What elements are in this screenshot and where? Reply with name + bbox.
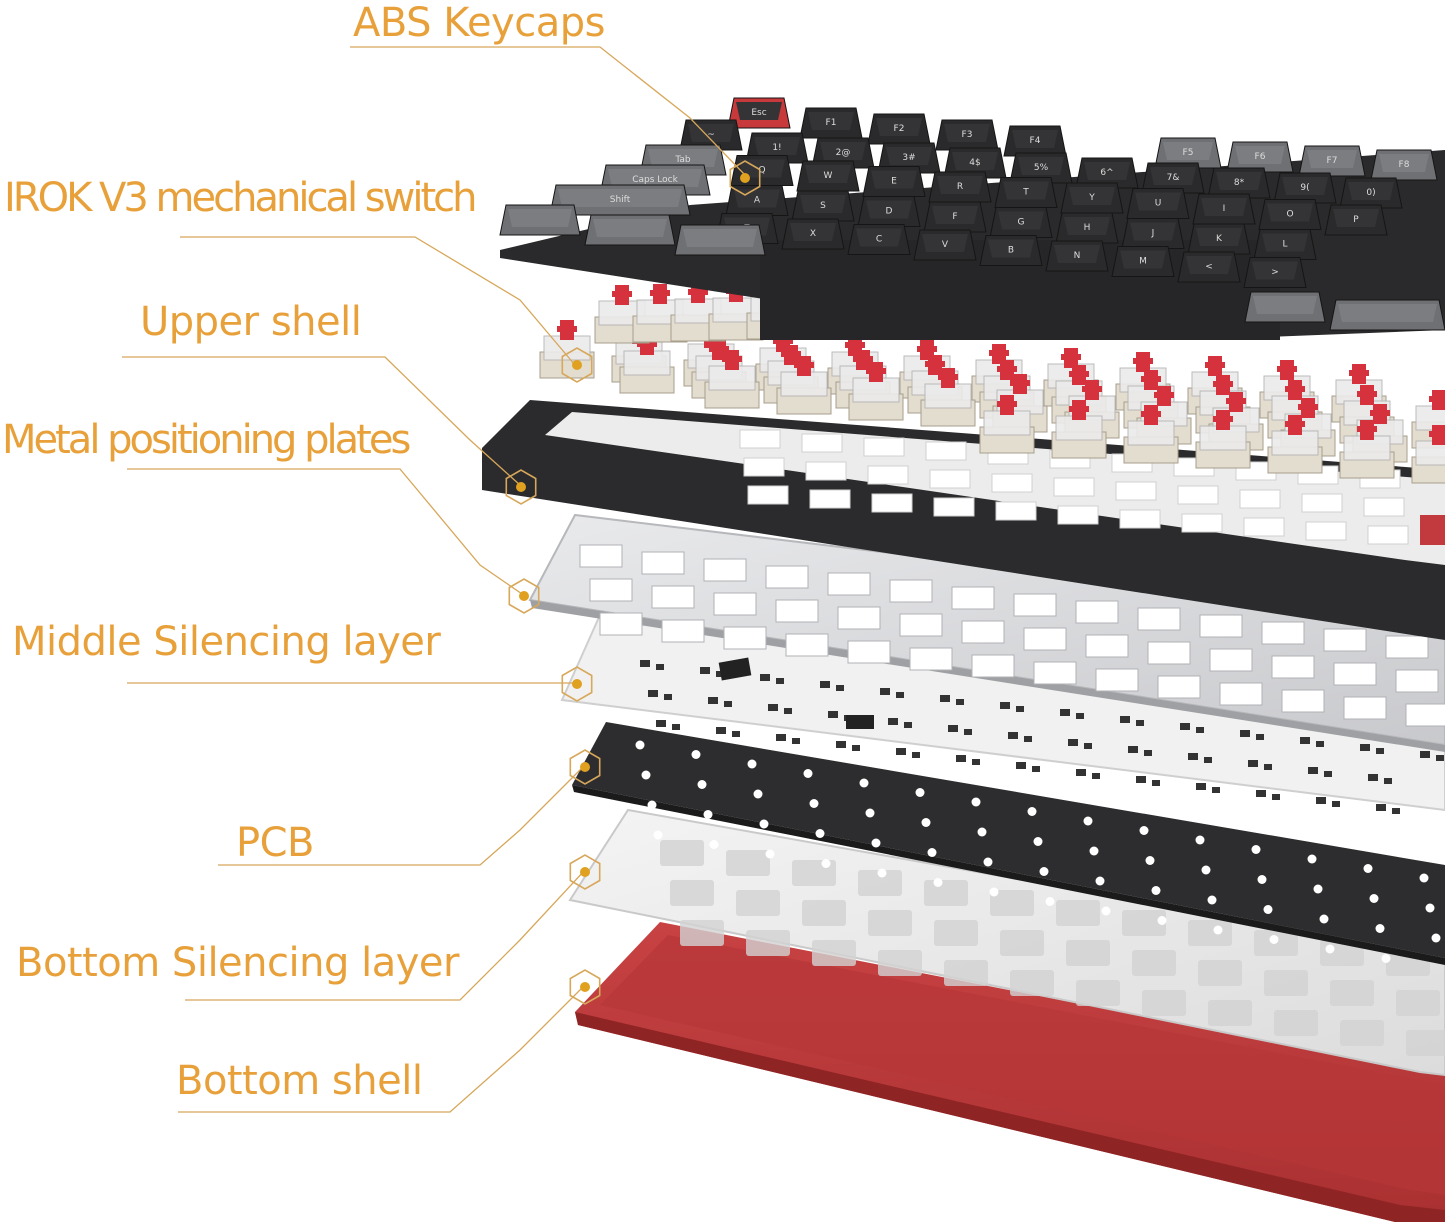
svg-text:7&: 7&	[1167, 173, 1180, 183]
svg-text:Tab: Tab	[674, 155, 691, 165]
svg-text:F5: F5	[1183, 148, 1194, 158]
svg-text:A: A	[754, 196, 761, 206]
svg-text:W: W	[824, 171, 833, 181]
label-middle-silencing-layer: Middle Silencing layer	[12, 619, 441, 665]
svg-text:K: K	[1216, 234, 1223, 244]
hexagon-marker-icon	[569, 969, 601, 1005]
hexagon-marker-icon	[729, 160, 761, 196]
bottom-silencing-layer	[568, 808, 1445, 1077]
svg-text:F: F	[952, 212, 957, 222]
svg-text:E: E	[891, 177, 897, 187]
svg-text:F7: F7	[1327, 156, 1338, 166]
svg-text:U: U	[1155, 199, 1162, 209]
svg-text:<: <	[1205, 262, 1213, 272]
label-abs-keycaps: ABS Keycaps	[353, 0, 605, 46]
svg-text:B: B	[1008, 246, 1014, 256]
svg-text:S: S	[820, 201, 826, 211]
svg-text:D: D	[886, 207, 893, 217]
svg-text:8*: 8*	[1234, 178, 1245, 188]
svg-text:F2: F2	[894, 124, 905, 134]
svg-text:X: X	[810, 229, 816, 239]
svg-text:Q: Q	[758, 166, 765, 176]
metal-positioning-plate	[528, 513, 1445, 752]
svg-text:C: C	[876, 235, 882, 245]
svg-text:F4: F4	[1030, 136, 1041, 146]
hexagon-markers	[505, 160, 761, 1005]
svg-text:H: H	[1084, 223, 1091, 233]
label-upper-shell: Upper shell	[140, 299, 362, 345]
svg-text:I: I	[1223, 204, 1226, 214]
svg-text:O: O	[1286, 210, 1293, 220]
callout-leader-lines	[122, 46, 746, 1113]
svg-text:P: P	[1353, 215, 1359, 225]
svg-text:F1: F1	[826, 118, 837, 128]
svg-text:1!: 1!	[772, 143, 781, 153]
svg-text:V: V	[942, 240, 949, 250]
svg-text:N: N	[1074, 251, 1081, 261]
svg-text:T: T	[1022, 188, 1029, 198]
svg-text:F8: F8	[1399, 160, 1410, 170]
svg-text:F6: F6	[1255, 152, 1266, 162]
svg-text:5%: 5%	[1034, 163, 1049, 173]
bottom-shell	[575, 922, 1445, 1222]
label-irok-v3-switch: IROK V3 mechanical switch	[4, 175, 477, 221]
svg-text:>: >	[1271, 268, 1279, 278]
label-metal-positioning-plates: Metal positioning plates	[2, 417, 411, 463]
svg-text:J: J	[1151, 229, 1155, 239]
svg-text:G: G	[1018, 218, 1025, 228]
svg-text:0): 0)	[1366, 188, 1375, 198]
svg-text:9(: 9(	[1300, 183, 1309, 193]
label-bottom-shell: Bottom shell	[176, 1058, 423, 1104]
hexagon-marker-icon	[561, 347, 593, 383]
svg-text:Esc: Esc	[751, 108, 766, 118]
hexagon-marker-icon	[569, 749, 601, 785]
svg-text:Caps Lock: Caps Lock	[632, 175, 678, 185]
label-pcb: PCB	[236, 820, 315, 866]
svg-text:M: M	[1139, 257, 1147, 267]
hexagon-marker-icon	[505, 469, 537, 505]
hexagon-marker-icon	[561, 666, 593, 702]
svg-text:3#: 3#	[902, 153, 915, 163]
svg-text:L: L	[1282, 240, 1287, 250]
svg-text:~: ~	[707, 130, 715, 140]
svg-text:2@: 2@	[836, 148, 851, 158]
hexagon-marker-icon	[569, 854, 601, 890]
svg-text:6^: 6^	[1100, 168, 1113, 178]
svg-text:Y: Y	[1088, 193, 1095, 203]
middle-silencing-layer	[560, 613, 1445, 814]
svg-text:F3: F3	[962, 130, 973, 140]
pcb-board	[572, 722, 1445, 965]
hexagon-marker-icon	[508, 578, 540, 614]
svg-text:4$: 4$	[969, 158, 980, 168]
label-bottom-silencing-layer: Bottom Silencing layer	[16, 940, 459, 986]
svg-text:Shift: Shift	[610, 195, 631, 205]
svg-text:R: R	[957, 182, 963, 192]
